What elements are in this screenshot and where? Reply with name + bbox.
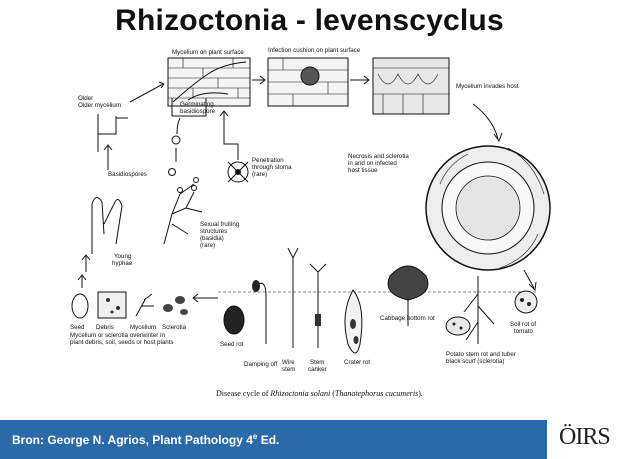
label-older-mycelium: Older mycelium xyxy=(78,102,121,109)
label-penetration: Penetration xyxy=(252,157,284,164)
sexual-fruiting xyxy=(164,178,202,245)
label-sclerotia: Sclerotia xyxy=(162,324,187,331)
label-older-mycelium-1: Older xyxy=(78,95,93,102)
seed-rot xyxy=(224,306,244,334)
label-seed: Seed xyxy=(70,324,85,331)
label-basidiospores: Basidiospores xyxy=(108,171,147,178)
label-necrosis-3: host tissue xyxy=(348,167,378,174)
label-necrosis-2: in and on infected xyxy=(348,160,397,167)
label-wire-2: stem xyxy=(282,366,295,373)
label-mycelium-invades: Mycelium invades host xyxy=(456,83,519,90)
label-potato-2: black scurf (sclerotia) xyxy=(446,358,504,365)
label-stem-1: Stem xyxy=(310,359,324,366)
label-cabbage: Cabbage bottom rot xyxy=(380,315,435,322)
label-crater-rot: Crater rot xyxy=(344,359,370,366)
label-debris: Debris xyxy=(96,324,114,331)
label-germinating: Germinating xyxy=(180,101,214,108)
logo-text: ÖIRS xyxy=(559,424,610,451)
crater-rot xyxy=(345,290,362,353)
label-necrosis-1: Necrosis and sclerotia xyxy=(348,153,409,160)
label-seed-rot: Seed rot xyxy=(220,341,244,348)
label-soil-1: Soil rot of xyxy=(510,321,536,328)
label-sexual-3: (basidia) xyxy=(200,235,224,242)
disease-cycle-diagram: Mycelium on plant surface Infection cush… xyxy=(68,44,554,416)
panel-mycelium-invades xyxy=(373,58,449,114)
overwinter-items xyxy=(72,292,188,318)
disease-cycle-figure: Mycelium on plant surface Infection cush… xyxy=(68,44,554,416)
label-overwinter-1: Mycelium or sclerotia overwinter in xyxy=(70,332,165,339)
label-infection-cushion: Infection cushion on plant surface xyxy=(268,47,361,54)
label-through-stoma: through stoma xyxy=(252,164,292,171)
label-rare-1: (rare) xyxy=(252,171,267,178)
label-sexual-1: Sexual fruiting xyxy=(200,221,240,228)
penetration-stoma xyxy=(228,162,248,182)
damping-off xyxy=(252,280,266,344)
wire-stem xyxy=(288,248,298,348)
figure-caption: Disease cycle of Rhizoctonia solani (Tha… xyxy=(216,389,423,398)
label-mycelium-surface: Mycelium on plant surface xyxy=(172,49,244,56)
potato-stem-rot xyxy=(446,276,494,344)
panel-mycelium-surface xyxy=(168,58,250,106)
label-wire-1: Wire xyxy=(282,359,295,366)
label-overwinter-2: plant debris, soil, seeds or host plants xyxy=(70,339,174,346)
label-stem-2: canker xyxy=(308,366,327,373)
slide-title: Rhizoctonia - levenscyclus xyxy=(0,4,619,38)
stem-canker xyxy=(310,264,326,348)
label-soil-2: tomato xyxy=(514,328,533,335)
label-young-1: Young xyxy=(114,253,132,260)
label-basidiospore: basidiospore xyxy=(180,108,216,115)
label-damping-off: Damping off xyxy=(244,361,278,368)
footer-source: Bron: George N. Agrios, Plant Pathology … xyxy=(12,432,279,447)
stem-cross-section xyxy=(426,146,550,270)
soil-rot-tomato xyxy=(515,291,537,313)
label-mycelium: Mycelium xyxy=(130,324,156,331)
label-young-2: hyphae xyxy=(112,260,133,267)
label-potato-1: Potato stem rot and tuber xyxy=(446,351,516,358)
irs-logo: ÖIRS xyxy=(547,420,619,459)
label-sexual-2: structures xyxy=(200,228,227,235)
footer-bar: Bron: George N. Agrios, Plant Pathology … xyxy=(0,420,619,459)
panel-infection-cushion xyxy=(268,58,348,106)
label-rare-2: (rare) xyxy=(200,242,215,249)
